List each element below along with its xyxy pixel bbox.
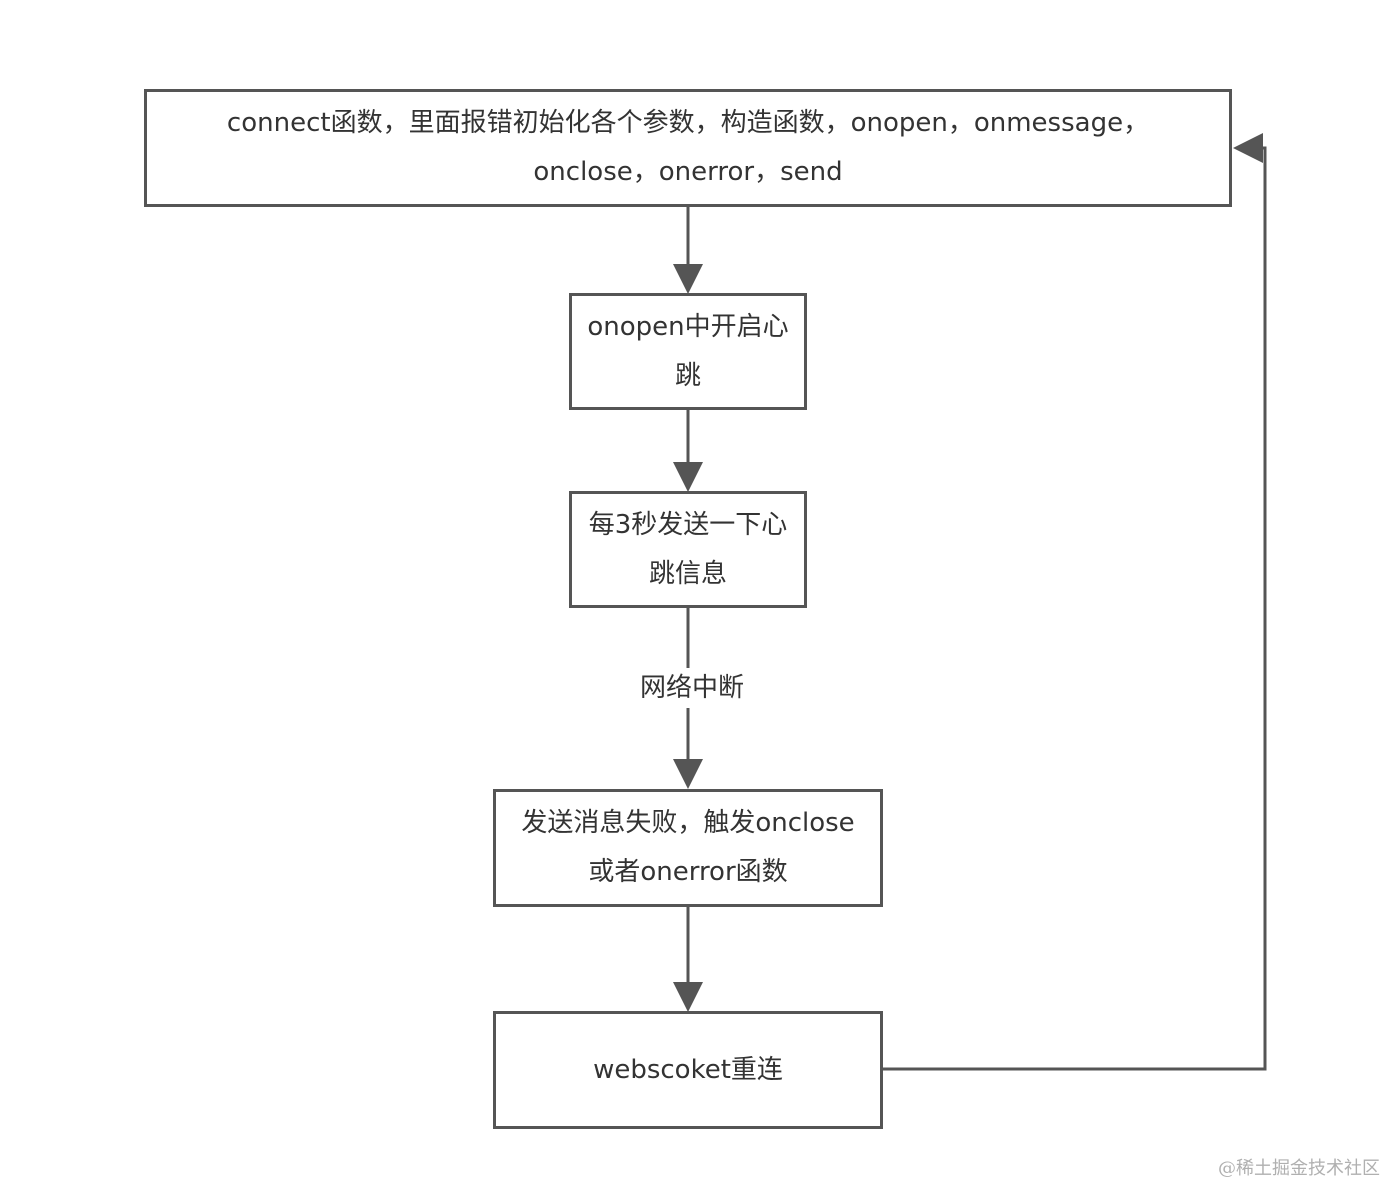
- edge-reconnect-to-connect: [882, 133, 1267, 1071]
- edge-label-network-interrupt: 网络中断: [628, 668, 756, 708]
- node-heartbeat-interval-label: 每3秒发送一下心跳信息: [588, 509, 788, 589]
- node-reconnect-label: webscoket重连: [593, 1054, 783, 1085]
- node-connect: connect函数，里面报错初始化各个参数，构造函数，onopen，onmess…: [144, 89, 1232, 207]
- node-send-fail-label: 发送消息失败，触发onclose或者onerror函数: [521, 808, 855, 887]
- node-reconnect: webscoket重连: [493, 1011, 883, 1129]
- node-heartbeat-start: onopen中开启心跳: [569, 293, 807, 410]
- node-heartbeat-start-label: onopen中开启心跳: [587, 311, 789, 391]
- watermark: @稀土掘金技术社区: [1218, 1158, 1380, 1179]
- node-heartbeat-interval: 每3秒发送一下心跳信息: [569, 491, 807, 608]
- node-connect-label: connect函数，里面报错初始化各个参数，构造函数，onopen，onmess…: [226, 108, 1150, 187]
- node-send-fail: 发送消息失败，触发onclose或者onerror函数: [493, 789, 883, 907]
